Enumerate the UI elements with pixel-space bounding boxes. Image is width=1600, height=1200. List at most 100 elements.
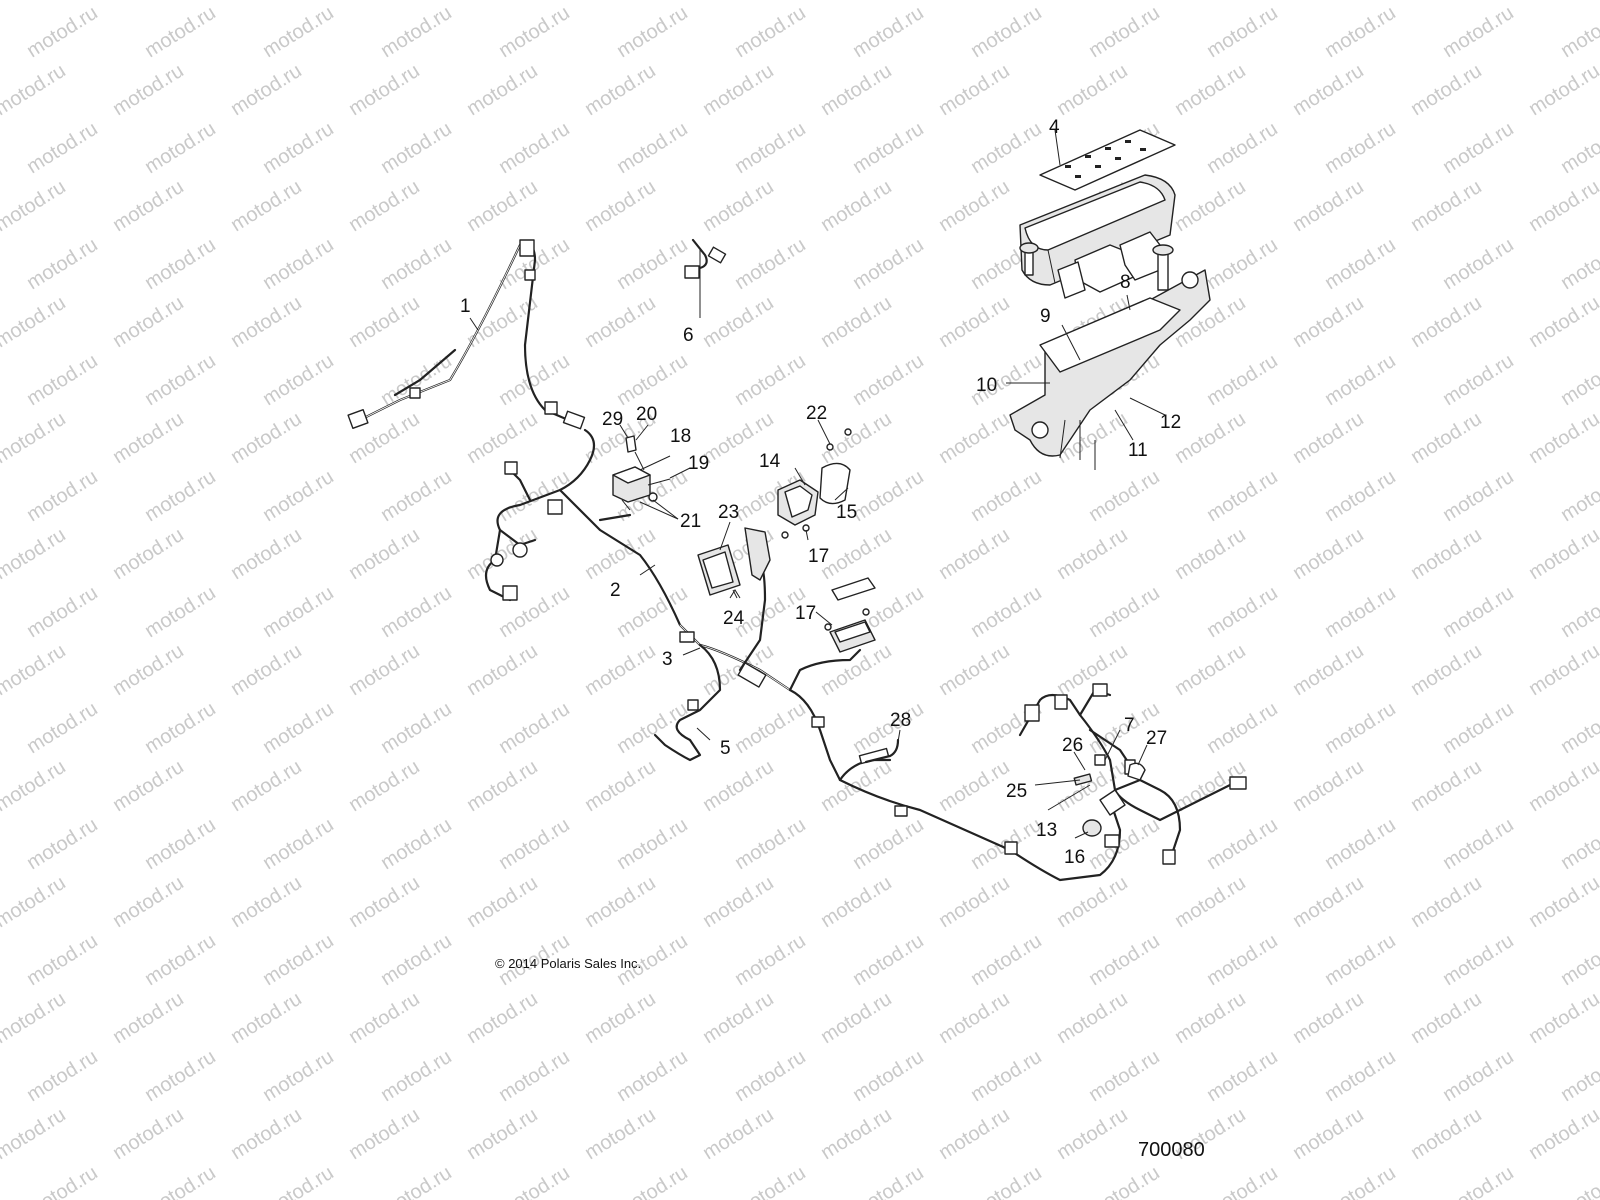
watermark-text: motod.ru: [259, 814, 338, 874]
watermark-text: motod.ru: [345, 640, 424, 700]
watermark-text: motod.ru: [227, 872, 306, 932]
watermark-text: motod.ru: [849, 234, 928, 294]
watermark-text: motod.ru: [141, 930, 220, 990]
watermark-text: motod.ru: [849, 1046, 928, 1106]
watermark-text: motod.ru: [109, 988, 188, 1048]
watermark-text: motod.ru: [613, 698, 692, 758]
part-28: [864, 738, 900, 764]
watermark-text: motod.ru: [1525, 1104, 1600, 1164]
watermark-text: motod.ru: [1439, 1162, 1518, 1200]
watermark-text: motod.ru: [967, 930, 1046, 990]
fuse-box: [1009, 129, 1211, 470]
watermark-text: motod.ru: [849, 118, 928, 178]
callout-19: 19: [688, 453, 709, 474]
watermark-text: motod.ru: [463, 0, 542, 4]
callout-1: 1: [460, 296, 471, 317]
watermark-text: motod.ru: [23, 2, 102, 62]
watermark-text: motod.ru: [23, 814, 102, 874]
callout-12: 12: [1160, 412, 1181, 433]
watermark-text: motod.ru: [731, 1162, 810, 1200]
watermark-text: motod.ru: [1053, 0, 1132, 4]
watermark-text: motod.ru: [0, 0, 70, 4]
watermark-text: motod.ru: [377, 698, 456, 758]
watermark-text: motod.ru: [1203, 466, 1282, 526]
callout-6: 6: [683, 325, 694, 346]
watermark-text: motod.ru: [613, 814, 692, 874]
watermark-text: motod.ru: [227, 60, 306, 120]
watermark-text: motod.ru: [1289, 408, 1368, 468]
callout-3: 3: [662, 649, 673, 670]
watermark-text: motod.ru: [377, 1162, 456, 1200]
watermark-text: motod.ru: [699, 176, 778, 236]
watermark-text: motod.ru: [141, 698, 220, 758]
watermark-text: motod.ru: [495, 1046, 574, 1106]
watermark-text: motod.ru: [817, 872, 896, 932]
watermark-text: motod.ru: [23, 698, 102, 758]
watermark-text: motod.ru: [1557, 350, 1600, 410]
watermark-text: motod.ru: [377, 2, 456, 62]
watermark-text: motod.ru: [345, 292, 424, 352]
watermark-text: motod.ru: [141, 1162, 220, 1200]
watermark-text: motod.ru: [141, 2, 220, 62]
watermark-text: motod.ru: [1525, 0, 1600, 4]
callout-4: 4: [1049, 117, 1060, 138]
watermark-text: motod.ru: [1289, 872, 1368, 932]
watermark-text: motod.ru: [613, 2, 692, 62]
callout-26: 26: [1062, 735, 1083, 756]
watermark-text: motod.ru: [731, 1046, 810, 1106]
watermark-text: motod.ru: [0, 60, 70, 120]
watermark-text: motod.ru: [1557, 1046, 1600, 1106]
callout-28: 28: [890, 710, 911, 731]
watermark-text: motod.ru: [1525, 408, 1600, 468]
watermark-text: motod.ru: [581, 640, 660, 700]
watermark-text: motod.ru: [849, 2, 928, 62]
watermark-text: motod.ru: [1557, 1162, 1600, 1200]
watermark-text: motod.ru: [109, 872, 188, 932]
watermark-text: motod.ru: [731, 234, 810, 294]
watermark-text: motod.ru: [259, 2, 338, 62]
watermark-text: motod.ru: [817, 988, 896, 1048]
watermark-text: motod.ru: [1407, 640, 1486, 700]
watermark-text: motod.ru: [463, 988, 542, 1048]
watermark-text: motod.ru: [581, 1104, 660, 1164]
watermark-text: motod.ru: [1203, 1046, 1282, 1106]
watermark-text: motod.ru: [1203, 118, 1282, 178]
watermark-text: motod.ru: [1525, 524, 1600, 584]
callout-15: 15: [836, 502, 857, 523]
watermark-text: motod.ru: [1439, 582, 1518, 642]
watermark-text: motod.ru: [1203, 930, 1282, 990]
watermark-text: motod.ru: [1321, 1046, 1400, 1106]
watermark-text: motod.ru: [1407, 524, 1486, 584]
watermark-text: motod.ru: [1407, 408, 1486, 468]
watermark-text: motod.ru: [935, 756, 1014, 816]
callout-7: 7: [1124, 715, 1135, 736]
watermark-text: motod.ru: [463, 60, 542, 120]
watermark-text: motod.ru: [1085, 1162, 1164, 1200]
watermark-text: motod.ru: [935, 0, 1014, 4]
watermark-text: motod.ru: [227, 176, 306, 236]
watermark-text: motod.ru: [731, 698, 810, 758]
watermark-text: motod.ru: [731, 814, 810, 874]
watermark-text: motod.ru: [1525, 640, 1600, 700]
watermark-text: motod.ru: [1085, 2, 1164, 62]
watermark-text: motod.ru: [817, 0, 896, 4]
watermark-text: motod.ru: [227, 408, 306, 468]
watermark-text: motod.ru: [345, 524, 424, 584]
watermark-text: motod.ru: [1321, 118, 1400, 178]
watermark-text: motod.ru: [699, 292, 778, 352]
watermark-text: motod.ru: [1557, 466, 1600, 526]
watermark-text: motod.ru: [1321, 814, 1400, 874]
watermark-text: motod.ru: [1171, 988, 1250, 1048]
watermark-text: motod.ru: [613, 118, 692, 178]
watermark-text: motod.ru: [817, 640, 896, 700]
watermark-text: motod.ru: [109, 408, 188, 468]
watermark-text: motod.ru: [935, 1104, 1014, 1164]
watermark-text: motod.ru: [1439, 350, 1518, 410]
callout-14: 14: [759, 451, 781, 472]
watermark-text: motod.ru: [699, 756, 778, 816]
watermark-text: motod.ru: [935, 640, 1014, 700]
watermark-text: motod.ru: [23, 118, 102, 178]
watermark-text: motod.ru: [109, 60, 188, 120]
watermark-text: motod.ru: [1203, 1162, 1282, 1200]
watermark-text: motod.ru: [1525, 872, 1600, 932]
